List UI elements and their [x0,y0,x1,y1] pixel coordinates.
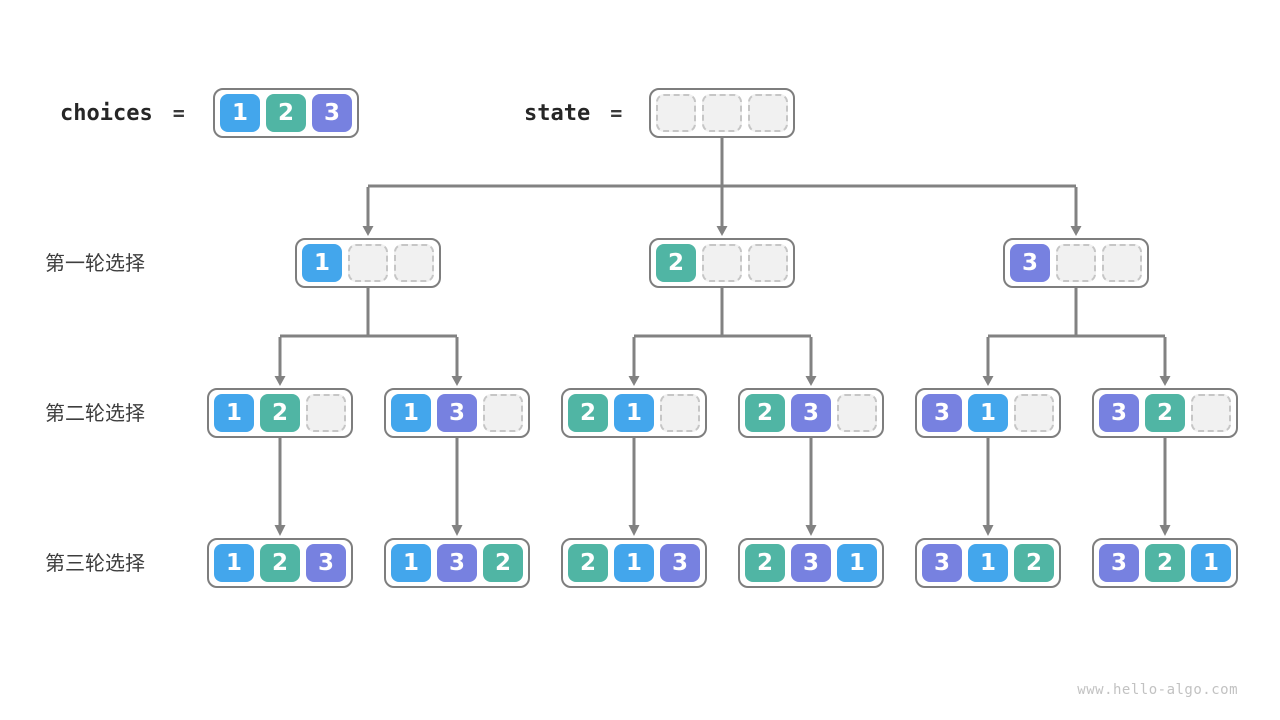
cell-1: 1 [968,544,1008,582]
node-round1-2: 2 [649,238,795,288]
cell-3: 3 [1099,544,1139,582]
level-1-connectors [362,137,1082,236]
state-root-node [649,88,795,138]
empty-cell [660,394,700,432]
cell-1: 1 [214,544,254,582]
cell-3: 3 [922,544,962,582]
empty-cell [702,94,742,132]
cell-2: 2 [568,544,608,582]
empty-cell [1191,394,1231,432]
state-expression: state = [524,88,622,138]
cell-3: 3 [1099,394,1139,432]
cell-1: 1 [614,544,654,582]
cell-1: 1 [391,394,431,432]
choices-keyword: choices [60,100,153,126]
cell-1: 1 [837,544,877,582]
cell-1: 1 [391,544,431,582]
empty-cell [306,394,346,432]
cell-3: 3 [437,394,477,432]
cell-2: 2 [745,544,785,582]
cell-2: 2 [266,94,306,132]
cell-1: 1 [614,394,654,432]
cell-3: 3 [1010,244,1050,282]
cell-3: 3 [312,94,352,132]
cell-2: 2 [260,544,300,582]
cell-3: 3 [922,394,962,432]
cell-2: 2 [1145,544,1185,582]
empty-cell [483,394,523,432]
empty-cell [348,244,388,282]
node-round1-3: 3 [1003,238,1149,288]
cell-1: 1 [1191,544,1231,582]
cell-1: 1 [968,394,1008,432]
cell-2: 2 [1145,394,1185,432]
choices-expression: choices = [60,88,185,138]
cell-3: 3 [660,544,700,582]
cell-2: 2 [568,394,608,432]
cell-3: 3 [437,544,477,582]
empty-cell [1102,244,1142,282]
cell-2: 2 [1014,544,1054,582]
empty-cell [1056,244,1096,282]
node-round1-1: 1 [295,238,441,288]
round-1-label: 第一轮选择 [45,251,145,275]
cell-2: 2 [483,544,523,582]
cell-3: 3 [791,544,831,582]
empty-cell [394,244,434,282]
watermark: www.hello-algo.com [1077,682,1238,698]
cell-3: 3 [306,544,346,582]
round-2-label: 第二轮选择 [45,401,145,425]
empty-cell [748,244,788,282]
choices-equals-sign: = [172,101,185,125]
level-3-connectors [274,438,1171,536]
empty-cell [837,394,877,432]
empty-cell [656,94,696,132]
state-equals-sign: = [610,101,623,125]
state-keyword: state [524,100,591,126]
cell-1: 1 [302,244,342,282]
cell-2: 2 [656,244,696,282]
cell-3: 3 [791,394,831,432]
empty-cell [1014,394,1054,432]
cell-2: 2 [260,394,300,432]
round-3-label: 第三轮选择 [45,551,145,575]
empty-cell [702,244,742,282]
level-2-connectors [274,288,1171,386]
cell-2: 2 [745,394,785,432]
empty-cell [748,94,788,132]
cell-1: 1 [220,94,260,132]
cell-1: 1 [214,394,254,432]
